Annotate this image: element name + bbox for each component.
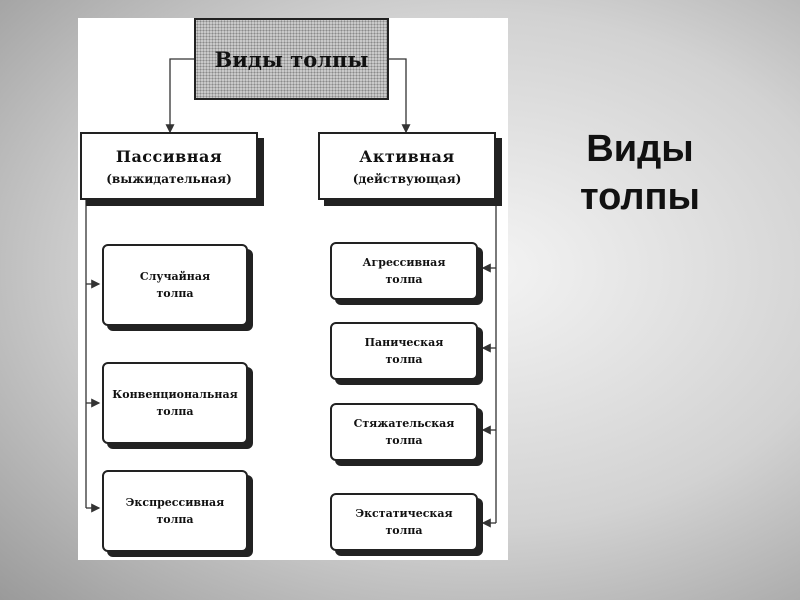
active-item-panic: Паническая толпа bbox=[330, 322, 478, 380]
item-sublabel: толпа bbox=[385, 434, 423, 447]
slide-title-line-2: толпы bbox=[580, 176, 700, 218]
passive-head-box: Пассивная (выжидательная) bbox=[80, 132, 258, 200]
active-title: Активная bbox=[359, 146, 455, 166]
diagram-title-box: Виды толпы bbox=[194, 18, 389, 100]
passive-item-expressive: Экспрессивная толпа bbox=[102, 470, 248, 552]
crowd-types-diagram: Виды толпы Пассивная (выжидательная) Акт… bbox=[78, 18, 508, 560]
slide-title: Виды толпы bbox=[560, 125, 720, 221]
item-sublabel: толпа bbox=[156, 405, 194, 418]
passive-subtitle: (выжидательная) bbox=[106, 171, 232, 186]
passive-item-random: Случайная толпа bbox=[102, 244, 248, 326]
item-label: Конвенциональная bbox=[112, 388, 238, 401]
connector-lines bbox=[85, 58, 497, 528]
item-label: Экстатическая bbox=[355, 507, 453, 520]
item-sublabel: толпа bbox=[385, 353, 423, 366]
active-item-ecstatic: Экстатическая толпа bbox=[330, 493, 478, 551]
active-subtitle: (действующая) bbox=[352, 171, 462, 186]
item-label: Паническая bbox=[364, 336, 444, 349]
item-sublabel: толпа bbox=[156, 513, 194, 526]
item-label: Агрессивная bbox=[362, 256, 446, 269]
active-item-aggressive: Агрессивная толпа bbox=[330, 242, 478, 300]
item-sublabel: толпа bbox=[385, 273, 423, 286]
slide-title-line-1: Виды bbox=[586, 128, 694, 170]
passive-item-conventional: Конвенциональная толпа bbox=[102, 362, 248, 444]
item-label: Экспрессивная bbox=[125, 496, 225, 509]
item-sublabel: толпа bbox=[156, 287, 194, 300]
diagram-title: Виды толпы bbox=[214, 46, 369, 72]
active-item-acquisitive: Стяжательская толпа bbox=[330, 403, 478, 461]
item-sublabel: толпа bbox=[385, 524, 423, 537]
active-head-box: Активная (действующая) bbox=[318, 132, 496, 200]
title-to-passive-line bbox=[165, 58, 194, 134]
item-label: Случайная bbox=[139, 270, 211, 283]
passive-title: Пассивная bbox=[115, 146, 223, 166]
title-to-active-line bbox=[389, 58, 411, 134]
item-label: Стяжательская bbox=[353, 417, 455, 430]
